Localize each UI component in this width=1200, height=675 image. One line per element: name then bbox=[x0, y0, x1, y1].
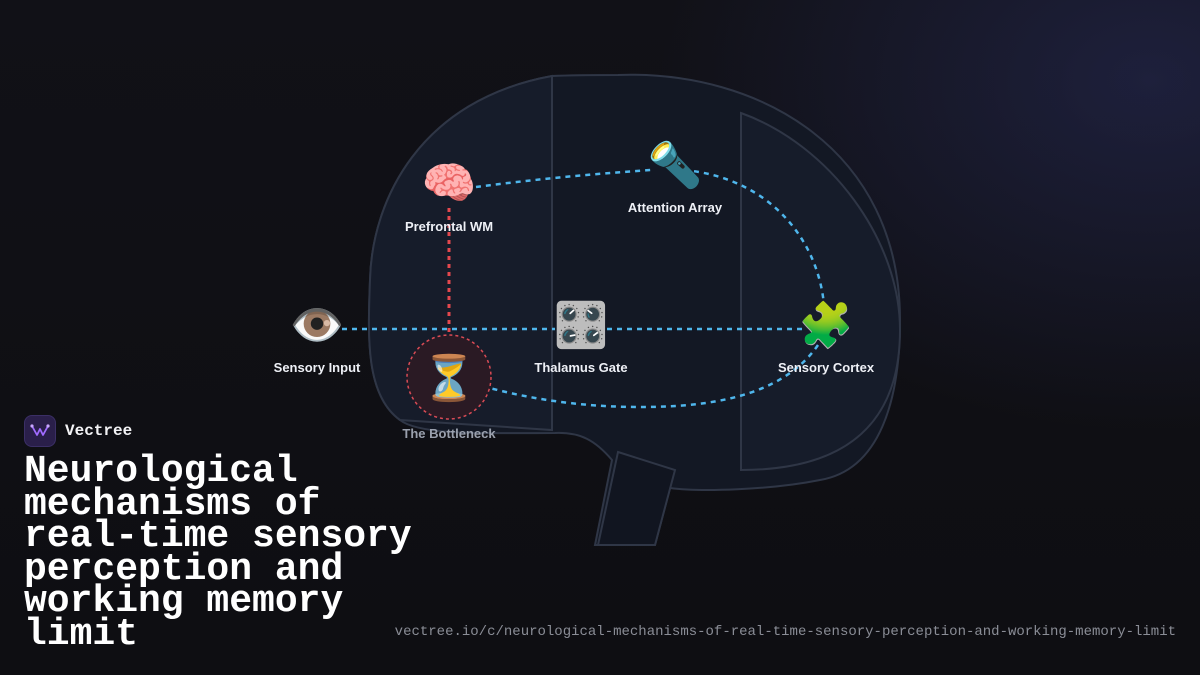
node-thalamus-gate[interactable]: 🎛️ Thalamus Gate bbox=[534, 300, 627, 375]
node-label-thalamus-gate: Thalamus Gate bbox=[534, 360, 627, 375]
puzzle-piece-icon: 🧩 bbox=[799, 300, 854, 350]
brainstem bbox=[596, 450, 677, 546]
page-url[interactable]: vectree.io/c/neurological-mechanisms-of-… bbox=[394, 624, 1176, 640]
brand[interactable]: Vectree bbox=[24, 415, 132, 447]
node-attention-array[interactable]: 🔦 Attention Array bbox=[628, 140, 723, 215]
node-label-sensory-cortex: Sensory Cortex bbox=[778, 360, 875, 375]
control-knobs-icon: 🎛️ bbox=[554, 300, 609, 350]
brain-lobe-front bbox=[367, 74, 553, 432]
brand-name: Vectree bbox=[65, 422, 133, 440]
brain-icon: 🧠 bbox=[422, 159, 477, 208]
brain-lobe-back bbox=[740, 111, 902, 472]
connections bbox=[342, 168, 826, 409]
node-label-sensory-input: Sensory Input bbox=[274, 360, 361, 375]
link-cortex-to-bottleneck bbox=[461, 344, 820, 409]
link-prefrontal-to-attention bbox=[475, 168, 652, 189]
node-sensory-input[interactable]: 👁️ Sensory Input bbox=[274, 301, 361, 375]
hourglass-icon: ⏳ bbox=[422, 353, 477, 403]
node-sensory-cortex[interactable]: 🧩 Sensory Cortex bbox=[778, 300, 875, 375]
node-bottleneck[interactable]: ⏳ The Bottleneck bbox=[402, 353, 496, 441]
flashlight-icon: 🔦 bbox=[648, 140, 703, 191]
node-label-prefrontal-wm: Prefrontal WM bbox=[405, 219, 493, 234]
bottleneck-ring bbox=[406, 334, 492, 420]
node-prefrontal-wm[interactable]: 🧠 Prefrontal WM bbox=[405, 159, 493, 234]
brain-silhouette bbox=[367, 73, 902, 546]
link-attention-to-cortex bbox=[683, 168, 826, 306]
page-title: Neurological mechanisms of real-time sen… bbox=[24, 450, 412, 656]
node-label-attention-array: Attention Array bbox=[628, 200, 723, 215]
vectree-logo-icon bbox=[24, 415, 56, 447]
eye-icon: 👁️ bbox=[290, 301, 345, 350]
node-label-bottleneck: The Bottleneck bbox=[402, 426, 496, 441]
